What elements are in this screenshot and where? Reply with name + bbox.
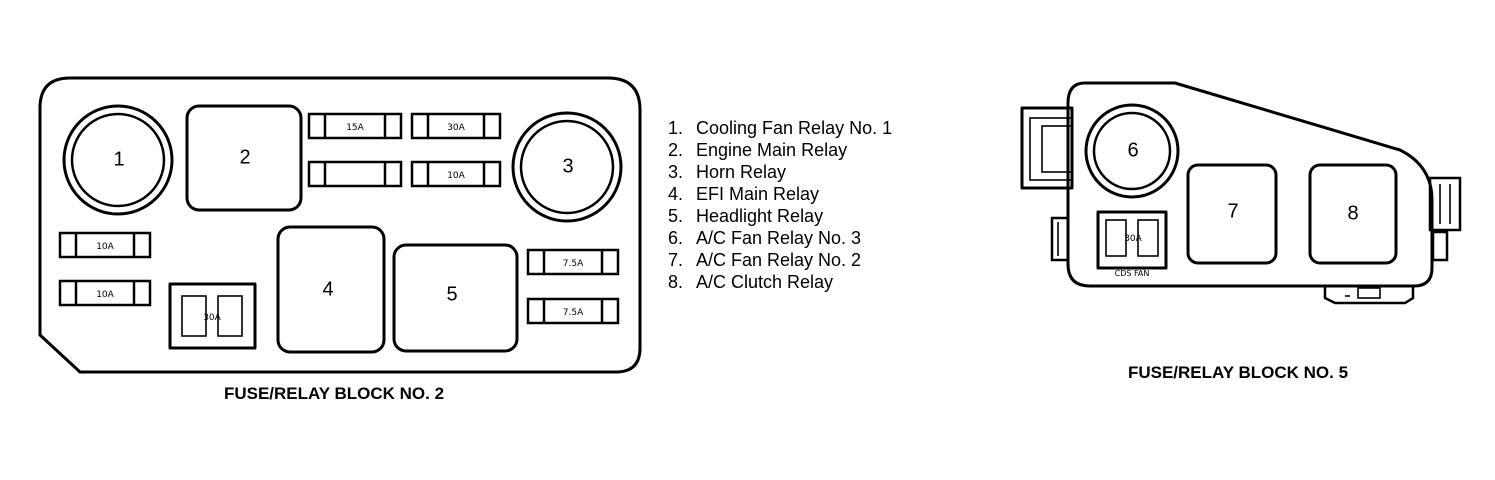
fuse-15a: 15A <box>307 112 403 140</box>
relay-7-number: 7 <box>1227 200 1238 222</box>
legend-item: 4. EFI Main Relay <box>668 183 892 205</box>
relay-3: 3 <box>511 111 623 223</box>
fuse-10a-left-top: 10A <box>58 231 152 259</box>
legend-item-label: Horn Relay <box>696 162 787 182</box>
legend-item: 6. A/C Fan Relay No. 3 <box>668 227 892 249</box>
legend-item-number: 4. <box>668 184 684 204</box>
fuse-7-5a-upper: 7.5A <box>526 248 620 276</box>
fuse-10a-left-top-rating: 10A <box>96 242 114 252</box>
block-5-right-clip <box>1428 176 1462 262</box>
legend-item-label: Cooling Fan Relay No. 1 <box>696 118 893 138</box>
legend-item-number: 7. <box>668 250 684 270</box>
fuse-blank <box>307 160 403 188</box>
block-5-housing <box>1066 81 1434 288</box>
legend-item-label: Engine Main Relay <box>696 140 848 160</box>
legend-item-label: A/C Fan Relay No. 3 <box>696 228 862 248</box>
fuse-7-5a-lower-rating: 7.5A <box>563 308 584 318</box>
fuse-7-5a-lower: 7.5A <box>526 297 620 325</box>
fuse-relay-block-5: 6 7 8 30A CDS FAN FUSE/RELAY BLOCK NO. 5 <box>1020 81 1462 382</box>
relay-6-number: 6 <box>1127 139 1138 161</box>
block-5-bottom-tab <box>1323 285 1415 305</box>
relay-8-number: 8 <box>1347 202 1358 224</box>
fuse-10a-left-bottom-rating: 10A <box>96 290 114 300</box>
main-fuse-30a: 30A <box>168 282 257 350</box>
block-5-caption: FUSE/RELAY BLOCK NO. 5 <box>1128 363 1348 382</box>
fuse-10a-left-bottom: 10A <box>58 279 152 307</box>
fuse-10a-upper-rating: 10A <box>447 171 465 181</box>
relay-1: 1 <box>62 104 174 216</box>
legend-item-number: 6. <box>668 228 684 248</box>
relay-1-number: 1 <box>113 148 124 170</box>
fuse-30a-rating: 30A <box>447 123 465 133</box>
fuse-10a-upper: 10A <box>410 160 502 188</box>
cds-fan-fuse-rating: 30A <box>1124 234 1142 244</box>
legend-item-label: A/C Fan Relay No. 2 <box>696 250 862 270</box>
relay-2: 2 <box>185 104 303 212</box>
legend-item-number: 3. <box>668 162 684 182</box>
legend-item-label: EFI Main Relay <box>696 184 820 204</box>
legend-item-label: Headlight Relay <box>696 206 824 226</box>
main-fuse-30a-rating: 30A <box>203 313 221 323</box>
relay-8: 8 <box>1308 163 1398 265</box>
relay-4-number: 4 <box>322 278 333 300</box>
relay-2-number: 2 <box>239 146 250 168</box>
fuse-relay-block-2: 1 2 3 4 5 15A <box>38 76 642 403</box>
relay-6: 6 <box>1084 103 1180 199</box>
cds-fan-fuse-tag: CDS FAN <box>1115 269 1150 278</box>
relay-5-number: 5 <box>446 283 457 305</box>
relay-7: 7 <box>1186 163 1278 265</box>
legend-item: 8. A/C Clutch Relay <box>668 271 892 293</box>
legend-item-number: 5. <box>668 206 684 226</box>
fuse-15a-rating: 15A <box>346 123 364 133</box>
legend-item: 1. Cooling Fan Relay No. 1 <box>668 117 892 139</box>
relay-3-number: 3 <box>562 155 573 177</box>
legend-item-number: 1. <box>668 118 684 138</box>
legend-item: 7. A/C Fan Relay No. 2 <box>668 249 892 271</box>
relay-legend: 1. Cooling Fan Relay No. 1 2. Engine Main … <box>668 117 892 293</box>
legend-item-number: 2. <box>668 140 684 160</box>
legend-item: 5. Headlight Relay <box>668 205 892 227</box>
fuse-30a: 30A <box>410 112 502 140</box>
cds-fan-fuse-30a: 30A CDS FAN <box>1096 210 1168 278</box>
fuse-7-5a-upper-rating: 7.5A <box>563 259 584 269</box>
block-2-housing <box>38 76 642 374</box>
relay-5: 5 <box>392 243 519 353</box>
legend-item: 3. Horn Relay <box>668 161 892 183</box>
block-5-left-clip <box>1020 106 1074 262</box>
legend-item-number: 8. <box>668 272 684 292</box>
legend-item: 2. Engine Main Relay <box>668 139 892 161</box>
block-2-caption: FUSE/RELAY BLOCK NO. 2 <box>224 384 444 403</box>
legend-item-label: A/C Clutch Relay <box>696 272 834 292</box>
relay-4: 4 <box>276 225 386 354</box>
